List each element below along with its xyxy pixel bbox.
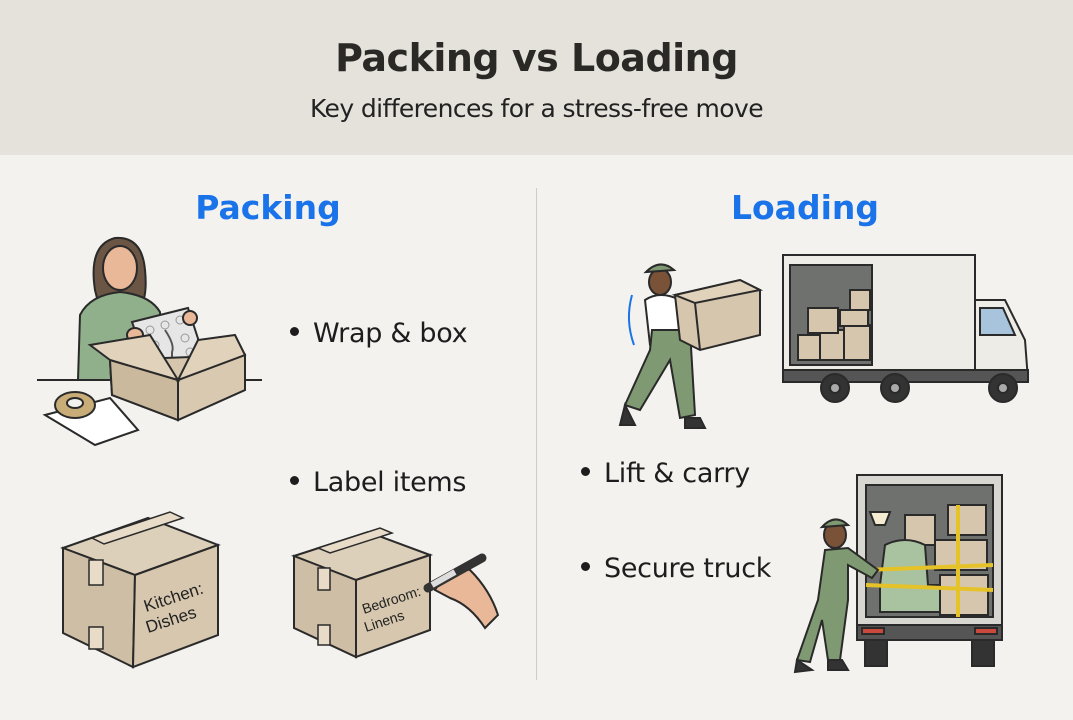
column-divider [536, 188, 537, 680]
bullet-dot [290, 327, 299, 336]
bullet-dot [581, 562, 590, 571]
worker-carrying-box-illustration [618, 263, 764, 429]
page-subtitle: Key differences for a stress-free move [310, 94, 764, 123]
box-kitchen-dishes [60, 511, 221, 669]
loading-heading: Loading [730, 188, 880, 227]
box-bedroom-linens [291, 527, 433, 659]
bullet-dot [290, 476, 299, 485]
bullet-text: Wrap & box [313, 318, 468, 349]
box-truck-illustration [782, 254, 1030, 403]
truck-rear-secured-illustration [793, 474, 1003, 674]
header-band [0, 0, 1073, 155]
hand-marker-icon [423, 553, 500, 630]
packing-heading: Packing [195, 188, 341, 227]
bullet-wrap-box: Wrap & box [290, 318, 468, 349]
bullet-text: Lift & carry [604, 458, 750, 489]
bullet-label-items: Label items [290, 467, 467, 498]
bullet-text: Label items [313, 467, 467, 498]
page-title: Packing vs Loading [335, 36, 738, 80]
woman-packing-illustration [37, 236, 262, 447]
bullet-secure-truck: Secure truck [581, 553, 771, 584]
bullet-lift-carry: Lift & carry [581, 458, 750, 489]
bullet-text: Secure truck [604, 553, 772, 584]
bullet-dot [581, 467, 590, 476]
